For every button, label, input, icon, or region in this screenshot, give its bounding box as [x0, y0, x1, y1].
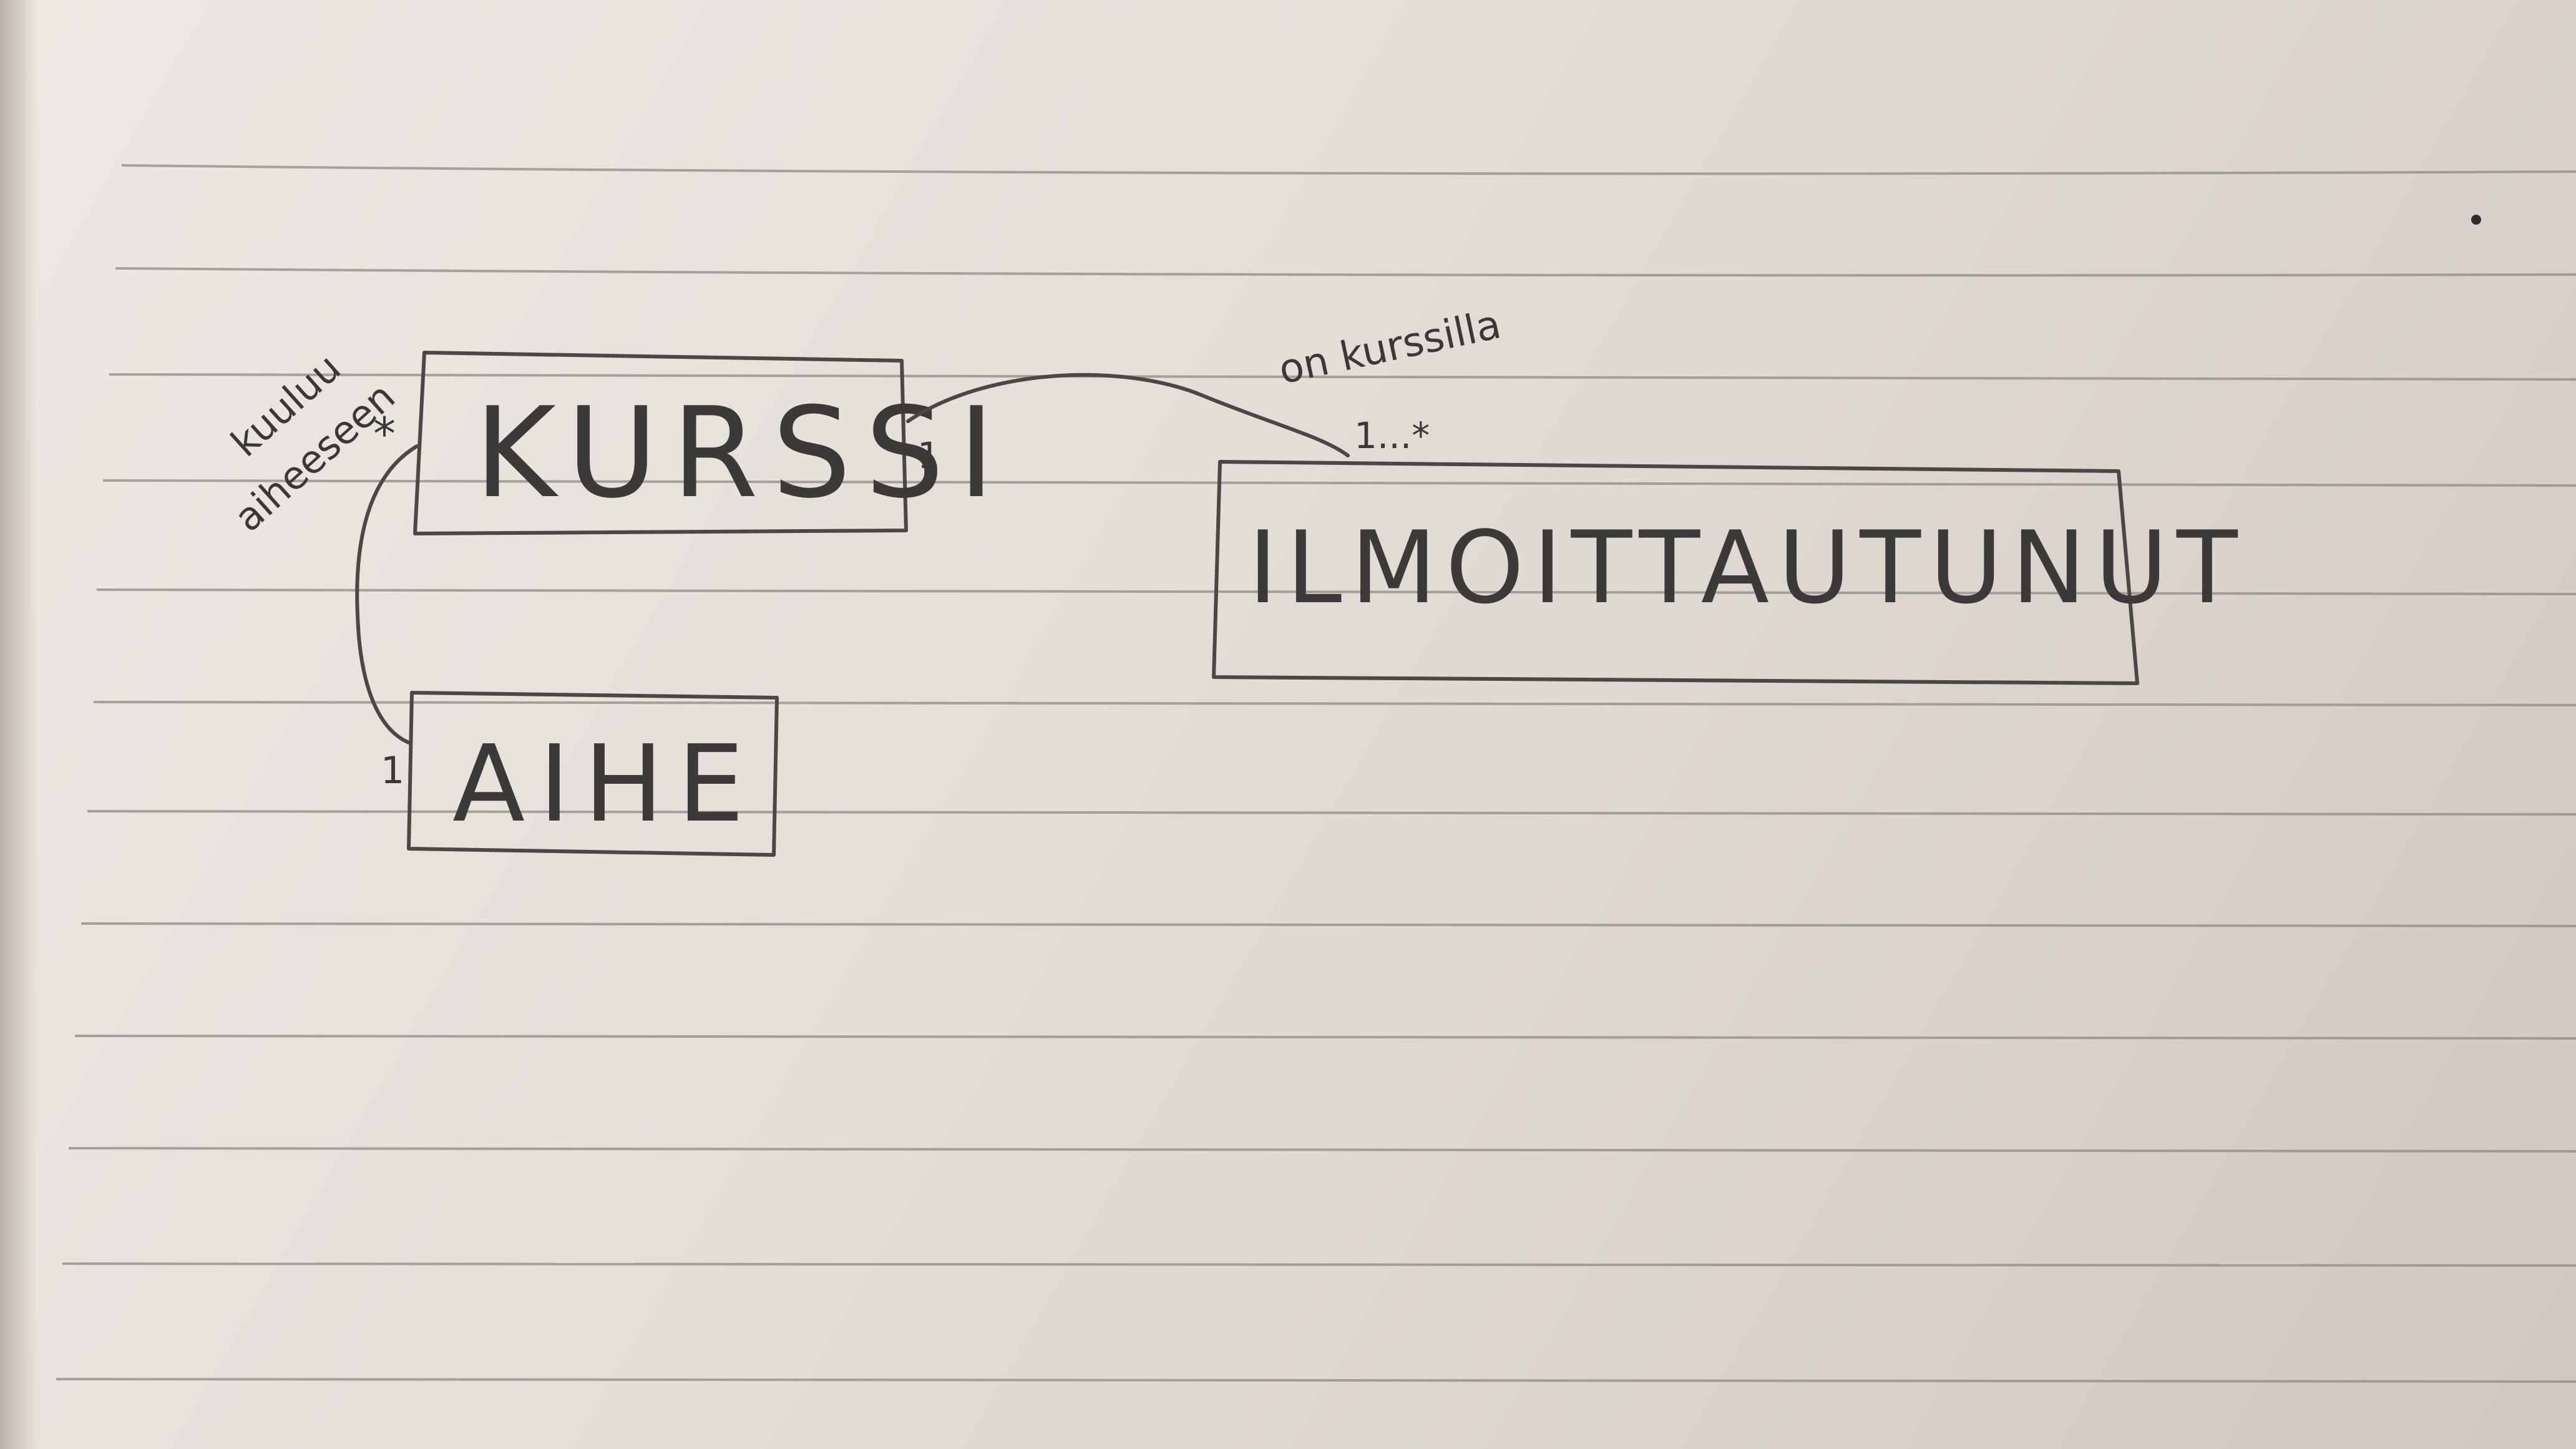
entity-kurssi: KURSSI	[413, 351, 1008, 535]
aihe-multiplicity-one: 1	[381, 749, 404, 793]
kurssi-multiplicity-one: 1	[917, 434, 940, 477]
ruled-line	[62, 1262, 2576, 1268]
paper-edge-shadow	[0, 0, 37, 1449]
entity-ilmoittautunut: ILMOITTAUTUNUT	[1212, 460, 2247, 685]
entity-aihe: AIHE	[407, 691, 779, 857]
kurssi-label: KURSSI	[474, 381, 1008, 526]
aihe-box	[407, 691, 779, 857]
ruled-line	[56, 1378, 2576, 1384]
ilmoittautunut-label: ILMOITTAUTUNUT	[1248, 509, 2247, 626]
ruled-line	[68, 1147, 2576, 1153]
kurssi-aihe-line	[355, 444, 419, 744]
kurssi-box	[413, 351, 908, 535]
ilmoittautunut-multiplicity: 1...*	[1354, 414, 1430, 457]
ruled-line	[115, 267, 2576, 277]
ink-dot	[2471, 215, 2481, 225]
ruled-line	[121, 164, 2576, 175]
ruled-line	[74, 1035, 2576, 1041]
ruled-line	[80, 922, 2576, 929]
kurssi-multiplicity-star: *	[373, 407, 396, 460]
kurssi-ilmoittautunut-line	[906, 373, 1350, 457]
aihe-label: AIHE	[452, 723, 758, 846]
ilmoittautunut-box	[1212, 460, 2139, 685]
ruled-line	[93, 701, 2576, 708]
kurssi-ilmoittautunut-label: on kurssilla	[1275, 301, 1505, 393]
relation-kurssi-aihe: kuuluu aiheeseen * 1	[222, 344, 419, 793]
